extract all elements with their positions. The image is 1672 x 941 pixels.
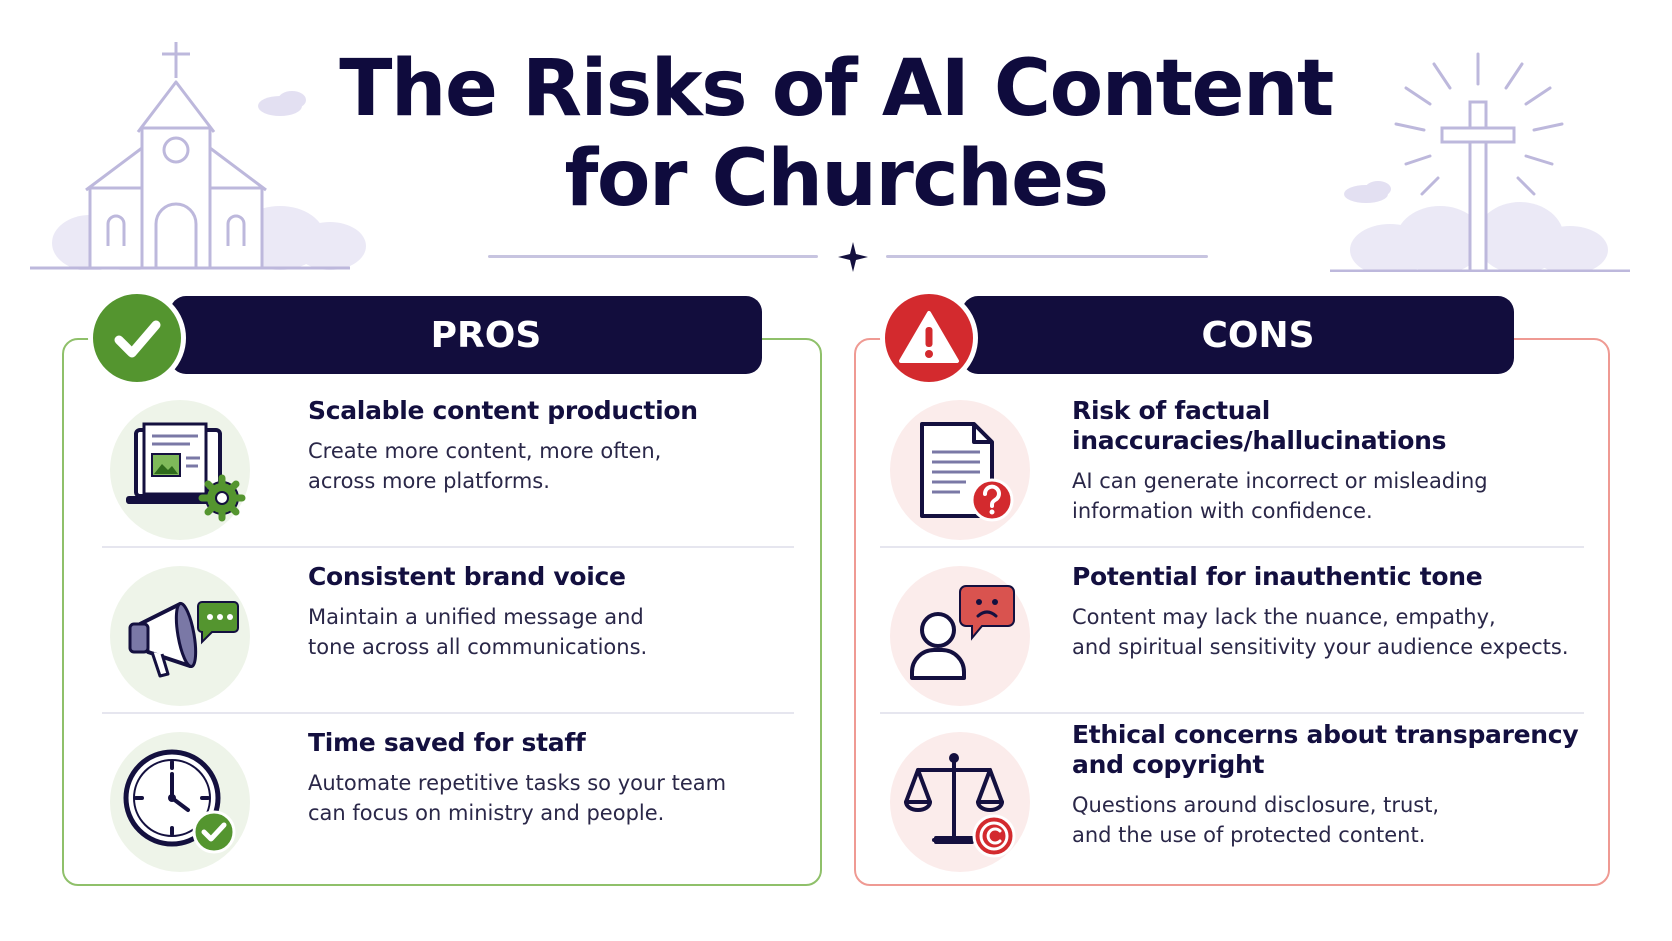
cons-item-heading: Potential for inauthentic tone (1072, 562, 1483, 591)
pros-item-heading: Time saved for staff (308, 728, 586, 757)
cons-item-description: AI can generate incorrect or misleading … (1072, 466, 1632, 526)
cons-item-icon-wrap (890, 400, 1030, 540)
title-divider-right (886, 255, 1208, 258)
cons-item-icon-wrap (890, 566, 1030, 706)
pros-separator (102, 712, 794, 714)
title-line-1: The Risks of AI Content (339, 44, 1334, 134)
pros-item-time-saved: Time saved for staff Automate repetitive… (110, 728, 810, 888)
pros-item-text: Time saved for staff Automate repetitive… (308, 728, 868, 828)
cons-badge (880, 289, 978, 387)
pros-item-icon-wrap (110, 732, 250, 872)
pros-item-heading: Scalable content production (308, 396, 698, 425)
church-illustration (30, 42, 366, 270)
sparkle-icon (838, 242, 868, 272)
cons-item-ethical-concerns: Ethical concerns about transparency and … (890, 720, 1602, 888)
pros-item-description: Create more content, more often, across … (308, 436, 868, 496)
cons-separator (880, 712, 1584, 714)
clock-check-icon (123, 749, 236, 854)
checkmark-icon (114, 320, 161, 358)
page-title: The Risks of AI Content for Churches (336, 44, 1336, 224)
cons-item-description: Questions around disclosure, trust, and … (1072, 790, 1632, 850)
cons-item-desc-line: and spiritual sensitivity your audience … (1072, 635, 1569, 659)
pros-item-desc-line: Automate repetitive tasks so your team (308, 771, 727, 795)
cons-item-heading: Ethical concerns about transparency and … (1072, 720, 1632, 780)
title-divider-left (488, 255, 818, 258)
person-sad-chat-icon (910, 585, 1015, 680)
cons-item-desc-line: Content may lack the nuance, empathy, (1072, 605, 1496, 629)
pros-item-icon-wrap (110, 566, 250, 706)
pros-badge (88, 289, 186, 387)
document-question-icon (920, 422, 1014, 522)
cons-item-inaccuracies: Risk of factual inaccuracies/hallucinati… (890, 396, 1602, 556)
title-line-2: for Churches (564, 134, 1109, 224)
pros-item-description: Maintain a unified message and tone acro… (308, 602, 868, 662)
pros-item-brand-voice: Consistent brand voice Maintain a unifie… (110, 562, 810, 722)
pros-banner: PROS (170, 296, 762, 374)
pros-item-scalable: Scalable content production Create more … (110, 396, 810, 556)
cons-label: CONS (1201, 314, 1315, 356)
pros-separator (102, 546, 794, 548)
cons-item-heading-line: Ethical concerns about transparency (1072, 720, 1579, 749)
warning-triangle-icon (899, 311, 959, 363)
cons-item-text: Ethical concerns about transparency and … (1072, 720, 1632, 850)
cons-separator (880, 546, 1584, 548)
pros-item-heading: Consistent brand voice (308, 562, 626, 591)
cons-item-desc-line: AI can generate incorrect or misleading (1072, 469, 1488, 493)
pros-item-desc-line: across more platforms. (308, 469, 550, 493)
pros-item-text: Scalable content production Create more … (308, 396, 868, 496)
pros-item-description: Automate repetitive tasks so your team c… (308, 768, 868, 828)
pros-item-text: Consistent brand voice Maintain a unifie… (308, 562, 868, 662)
cons-item-description: Content may lack the nuance, empathy, an… (1072, 602, 1632, 662)
laptop-content-gear-icon (126, 422, 246, 522)
pros-item-desc-line: can focus on ministry and people. (308, 801, 665, 825)
pros-item-desc-line: tone across all communications. (308, 635, 648, 659)
pros-item-desc-line: Create more content, more often, (308, 439, 662, 463)
cons-item-icon-wrap (890, 732, 1030, 872)
cons-item-desc-line: information with confidence. (1072, 499, 1373, 523)
cons-item-heading: Risk of factual inaccuracies/hallucinati… (1072, 396, 1447, 455)
pros-item-icon-wrap (110, 400, 250, 540)
cons-item-text: Risk of factual inaccuracies/hallucinati… (1072, 396, 1632, 526)
cross-illustration (1330, 52, 1630, 272)
pros-item-desc-line: Maintain a unified message and (308, 605, 644, 629)
cons-item-inauthentic-tone: Potential for inauthentic tone Content m… (890, 562, 1602, 722)
cons-item-desc-line: Questions around disclosure, trust, (1072, 793, 1440, 817)
cons-item-text: Potential for inauthentic tone Content m… (1072, 562, 1632, 662)
cons-item-desc-line: and the use of protected content. (1072, 823, 1426, 847)
cons-item-heading-line: and copyright (1072, 750, 1265, 779)
scales-copyright-icon (904, 753, 1016, 858)
megaphone-chat-icon (128, 601, 239, 678)
cons-banner: CONS (962, 296, 1514, 374)
pros-label: PROS (430, 314, 542, 356)
